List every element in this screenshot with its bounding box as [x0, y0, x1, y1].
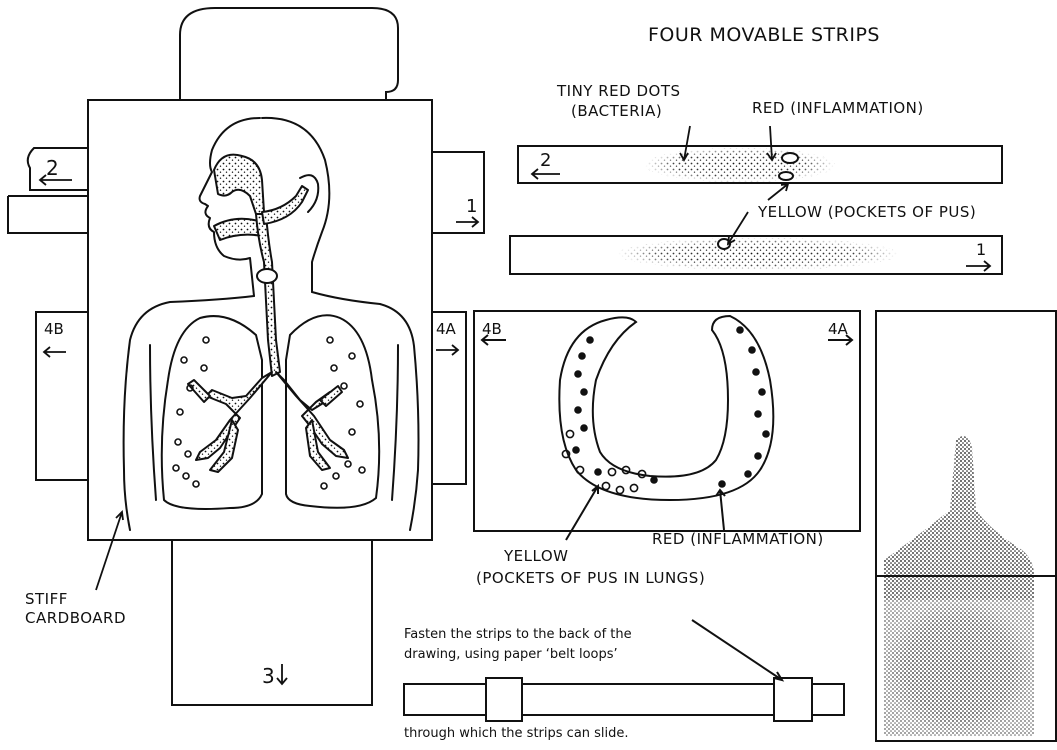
bacteria-label-line1: TINY RED DOTS: [557, 82, 681, 100]
strip-4b-number: 4B: [44, 320, 64, 338]
red-inflammation-top-label: RED (INFLAMMATION): [752, 99, 924, 117]
instruction-line-3: through which the strips can slide.: [404, 726, 629, 741]
strip-4a-detached-number: 4A: [828, 320, 848, 338]
belt-loop-right: [774, 678, 812, 721]
cardboard-pointer: [96, 512, 123, 590]
strip-3-arrow: [277, 664, 287, 684]
eustachian-tube: [262, 186, 308, 224]
strip-4b-arrow: [44, 347, 66, 357]
strip-3-detached: [876, 311, 1056, 741]
bacteria-label-line2: (BACTERIA): [571, 102, 662, 120]
yellow-lungs-label-line2: (POCKETS OF PUS IN LUNGS): [476, 569, 705, 587]
pus-spot-b: [779, 172, 793, 180]
strip-1-detached-number: 1: [976, 240, 986, 259]
strip-4b-detached-number: 4B: [482, 320, 502, 338]
belt-loop-pointer: [692, 620, 782, 680]
instruction-line-1: Fasten the strips to the back of the: [404, 627, 632, 642]
strip-2-lower-edge: [8, 196, 88, 233]
body-card-assembly: [8, 8, 484, 705]
strip-arrows-left: [40, 175, 478, 684]
instruction-line-2: drawing, using paper ‘belt loops’: [404, 647, 618, 662]
belt-loop-left: [486, 678, 522, 721]
yellow-pus-top-label: YELLOW (POCKETS OF PUS): [758, 203, 976, 221]
strip-4a-number: 4A: [436, 320, 456, 338]
mouth-cavity: [214, 219, 262, 240]
alveoli-dots: [173, 337, 365, 489]
yellow-pointer-a: [768, 184, 788, 200]
page-title: FOUR MOVABLE STRIPS: [648, 24, 880, 46]
airway: [188, 155, 348, 472]
red-pointer-top: [767, 126, 776, 160]
stiff-cardboard-label-line1: STIFF: [25, 590, 68, 608]
right-lung: [286, 315, 379, 508]
stiff-cardboard-label-line2: CARDBOARD: [25, 609, 126, 627]
strip-3-top-curl: [180, 8, 398, 100]
nasal-cavity: [214, 155, 264, 215]
pus-spot-a: [782, 153, 798, 163]
larynx: [257, 269, 277, 283]
u-cutout: [559, 316, 773, 500]
strip-1-arrow: [456, 217, 478, 227]
strip-4-detached: [474, 311, 860, 531]
strip-3-number: 3: [262, 664, 275, 688]
strip-1-number: 1: [466, 196, 477, 217]
yellow-lungs-label-line1: YELLOW: [504, 547, 568, 565]
strip-2-detached-number: 2: [540, 150, 551, 171]
strip-2-number: 2: [46, 156, 59, 180]
strip-4a-arrow: [436, 345, 458, 355]
red-inflammation-lungs-label: RED (INFLAMMATION): [652, 530, 824, 548]
